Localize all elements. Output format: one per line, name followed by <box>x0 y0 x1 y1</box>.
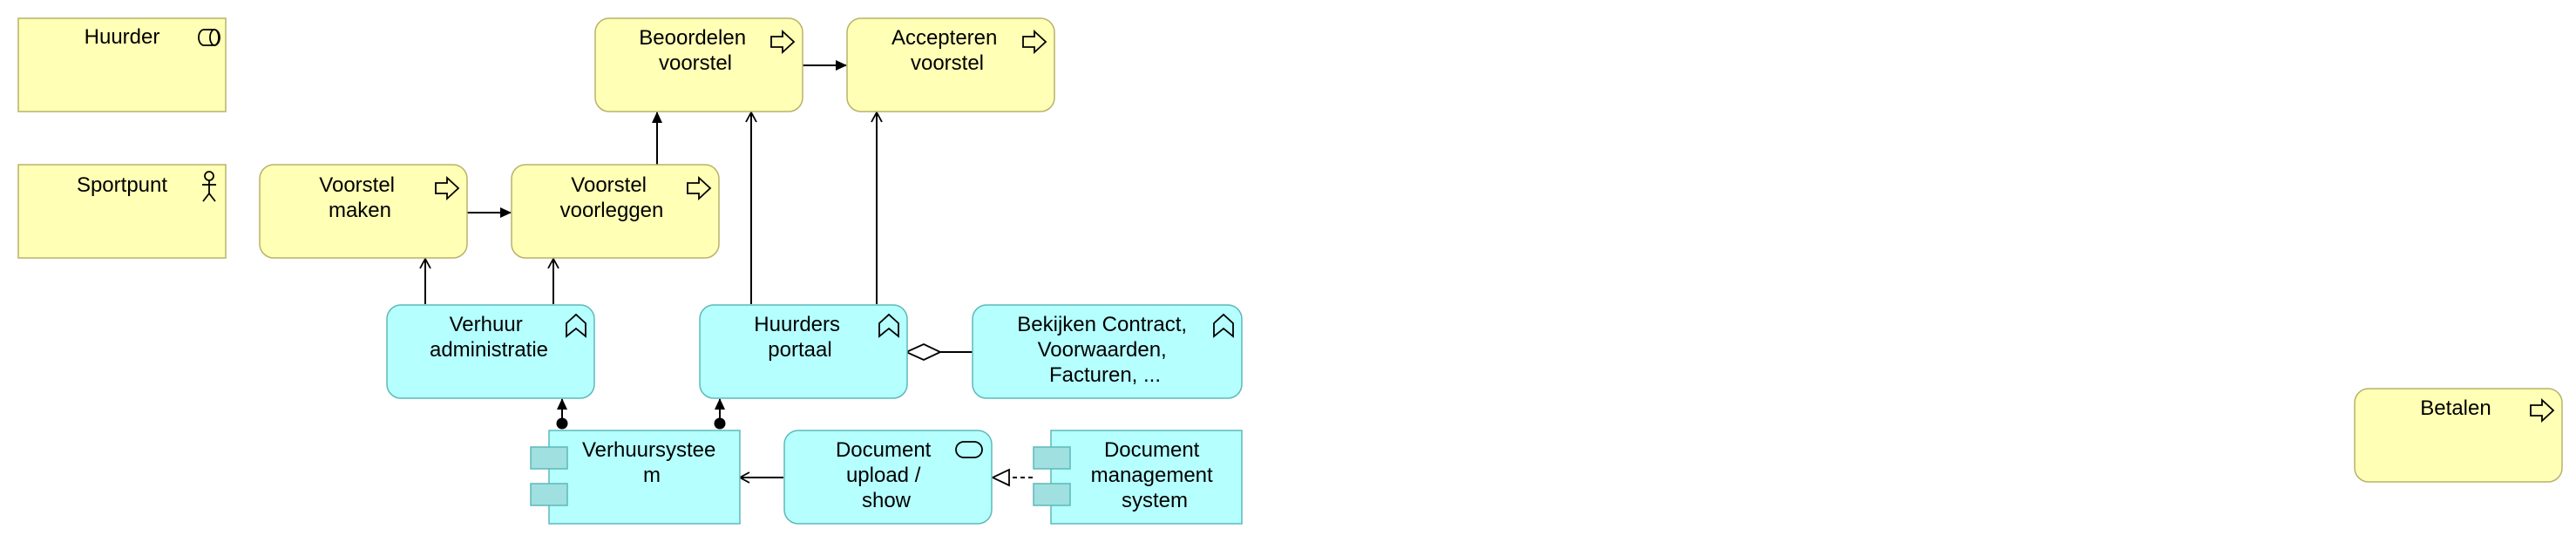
role-icon <box>198 29 220 46</box>
sportpunt-label: Sportpunt <box>77 173 167 197</box>
verhuursysteem-label: Verhuursystee m <box>582 438 722 487</box>
document-upload-label: Document upload / show <box>836 438 937 512</box>
betalen-label: Betalen <box>2420 396 2491 420</box>
huurder-label: Huurder <box>85 25 160 49</box>
service-pill-icon <box>955 441 983 458</box>
sportpunt-actor[interactable]: Sportpunt <box>17 164 227 259</box>
voorstel-maken-label: Voorstel maken <box>319 173 400 222</box>
verhuur-administratie-label: Verhuur administratie <box>430 313 548 362</box>
process-arrow-icon <box>770 29 796 55</box>
process-arrow-icon <box>435 175 460 201</box>
huurders-portaal-function[interactable]: Huurders portaal <box>699 304 908 399</box>
voorstel-voorleggen-label: Voorstel voorleggen <box>560 173 664 222</box>
verhuursysteem-component[interactable]: Verhuursystee m <box>530 430 741 525</box>
huurders-portaal-label: Huurders portaal <box>754 313 845 362</box>
process-arrow-icon <box>687 175 712 201</box>
document-upload-service[interactable]: Document upload / show <box>783 430 993 525</box>
huurder-role[interactable]: Huurder <box>17 17 227 112</box>
component-icon <box>530 446 568 506</box>
component-icon <box>1033 446 1071 506</box>
function-chevron-icon <box>878 313 899 338</box>
function-chevron-icon <box>566 313 586 338</box>
verhuur-administratie-function[interactable]: Verhuur administratie <box>386 304 595 399</box>
voorstel-maken-process[interactable]: Voorstel maken <box>259 164 468 259</box>
bekijken-contract-function[interactable]: Bekijken Contract, Voorwaarden, Facturen… <box>972 304 1243 399</box>
accepteren-voorstel-process[interactable]: Accepteren voorstel <box>846 17 1055 112</box>
betalen-process[interactable]: Betalen <box>2354 388 2563 483</box>
beoordelen-voorstel-label: Beoordelen voorstel <box>639 26 751 75</box>
bekijken-contract-label: Bekijken Contract, Voorwaarden, Facturen… <box>1017 313 1192 387</box>
voorstel-voorleggen-process[interactable]: Voorstel voorleggen <box>511 164 720 259</box>
document-management-label: Document management system <box>1091 438 1219 512</box>
connections <box>419 60 1033 478</box>
document-management-component[interactable]: Document management system <box>1033 430 1243 525</box>
actor-icon <box>202 171 216 202</box>
accepteren-voorstel-label: Accepteren voorstel <box>891 26 1003 75</box>
process-arrow-icon <box>2530 397 2555 423</box>
function-chevron-icon <box>1213 313 1234 338</box>
process-arrow-icon <box>1022 29 1047 55</box>
beoordelen-voorstel-process[interactable]: Beoordelen voorstel <box>594 17 803 112</box>
